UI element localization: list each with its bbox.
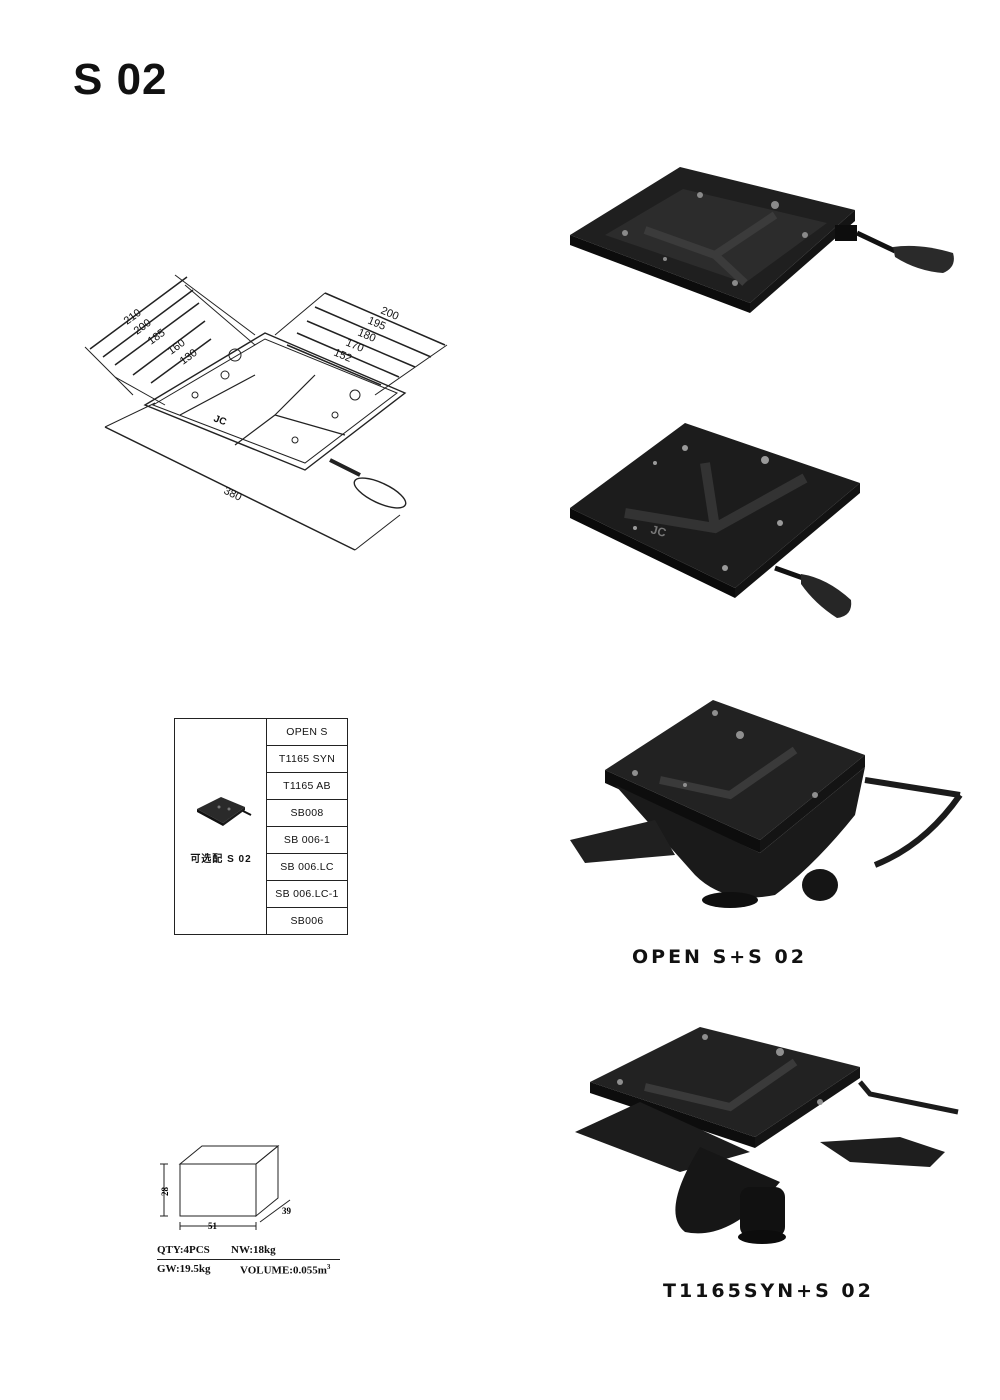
options-list: OPEN S T1165 SYN T1165 AB SB008 SB 006-1…: [267, 719, 347, 934]
options-table: 可选配 S 02 OPEN S T1165 SYN T1165 AB SB008…: [174, 718, 348, 935]
svg-text:JC: JC: [649, 522, 668, 540]
volume-text: VOLUME:0.055m3: [240, 1263, 330, 1277]
dim-length: 380: [222, 485, 244, 504]
caption-open-s: OPEN S+S 02: [632, 946, 807, 968]
product-photo-top: [570, 167, 954, 313]
list-item: SB 006.LC-1: [267, 881, 347, 908]
dim-left-3: 185: [146, 327, 168, 347]
box-height: 28: [160, 1187, 170, 1197]
gw-text: GW:19.5kg: [157, 1263, 211, 1275]
product-photo-open-s: [570, 700, 963, 908]
list-item: SB 006.LC: [267, 854, 347, 881]
package-box-diagram: 28 51 39: [160, 1144, 292, 1231]
volume-exponent: 3: [326, 1263, 331, 1271]
caption-t1165syn: T1165SYN+S 02: [663, 1280, 874, 1302]
options-caption: 可选配 S 02: [190, 854, 252, 865]
package-divider: [157, 1259, 340, 1260]
list-item: T1165 SYN: [267, 746, 347, 773]
volume-value: VOLUME:0.055m: [240, 1264, 327, 1277]
list-item: SB008: [267, 800, 347, 827]
product-photo-t1165syn: [575, 1027, 959, 1244]
technical-drawing: 210 200 185 160 130 200 195 180 170 152 …: [84, 274, 448, 551]
list-item: T1165 AB: [267, 773, 347, 800]
box-width: 51: [208, 1221, 218, 1231]
options-thumb-cell: 可选配 S 02: [175, 719, 267, 934]
page-title: S 02: [73, 55, 168, 104]
box-depth: 39: [282, 1206, 292, 1216]
plate-thumbnail: [197, 797, 252, 826]
list-item: OPEN S: [267, 719, 347, 746]
qty-text: QTY:4PCS: [157, 1244, 210, 1256]
product-photo-bottom: JC: [570, 423, 860, 618]
plate-mark: JC: [212, 413, 228, 428]
nw-text: NW:18kg: [231, 1244, 276, 1256]
list-item: SB 006-1: [267, 827, 347, 854]
list-item: SB006: [290, 915, 324, 927]
